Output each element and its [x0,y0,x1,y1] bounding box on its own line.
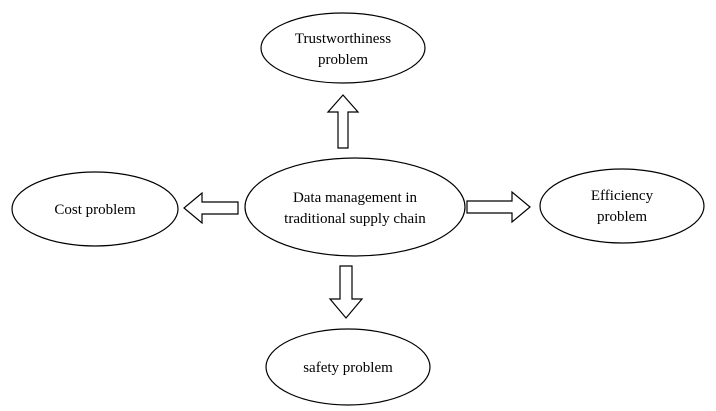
node-cost-problem: Cost problem [11,171,179,247]
arrow-left-icon [183,191,239,225]
node-efficiency-label-line2: problem [597,209,647,225]
arrow-right-icon [466,190,531,224]
node-efficiency-problem: Efficiency problem [539,168,705,244]
node-trustworthiness-problem: Trustworthiness problem [260,12,426,84]
node-safety-problem: safety problem [265,328,431,406]
node-data-management: Data management in traditional supply ch… [244,157,466,257]
node-data-management-label-line2: traditional supply chain [284,211,426,227]
node-data-management-label-line1: Data management in [293,190,418,206]
node-trustworthiness-ellipse [260,12,426,84]
node-cost-label: Cost problem [54,202,136,218]
node-trustworthiness-label-line2: problem [318,52,368,68]
node-safety-ellipse [265,328,431,406]
node-efficiency-ellipse [539,168,705,244]
node-efficiency-label-line1: Efficiency [591,188,654,204]
node-safety-label: safety problem [303,360,393,376]
node-data-management-ellipse [244,157,466,257]
arrow-up-icon [326,94,360,149]
node-cost-ellipse [11,171,179,247]
arrow-down-icon [328,265,364,319]
node-trustworthiness-label-line1: Trustworthiness [295,31,391,47]
